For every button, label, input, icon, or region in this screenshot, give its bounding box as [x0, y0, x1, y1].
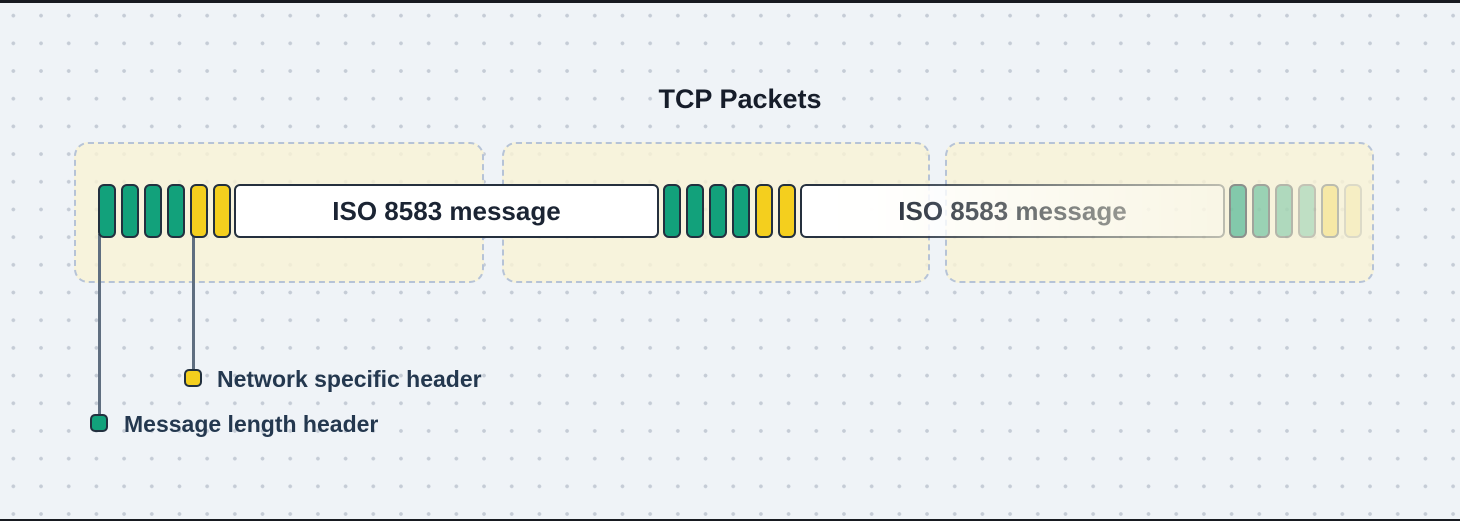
- network-specific-header-bar: [778, 184, 796, 238]
- iso-8583-message-label: ISO 8583 message: [898, 195, 1127, 226]
- iso-8583-message-box-2: ISO 8583 message: [800, 184, 1225, 238]
- message-length-header-bar: [121, 184, 139, 238]
- message-length-header-bar-faded: [1252, 184, 1270, 238]
- diagram-title: TCP Packets: [658, 84, 822, 114]
- message-length-header-bar: [709, 184, 727, 238]
- message-length-header-bar-faded: [1298, 184, 1316, 238]
- message-length-header-bar: [663, 184, 681, 238]
- message-length-header-bar: [98, 184, 116, 238]
- message-length-header-label: Message length header: [124, 411, 379, 437]
- iso-8583-message-box-1: ISO 8583 message: [234, 184, 659, 238]
- network-specific-header-bar-faded: [1321, 184, 1339, 238]
- iso-8583-message-label: ISO 8583 message: [332, 195, 561, 226]
- network-specific-header-bar: [190, 184, 208, 238]
- network-specific-header-swatch-icon: [184, 369, 202, 387]
- network-specific-header-bar: [755, 184, 773, 238]
- message-length-header-bar-faded: [1229, 184, 1247, 238]
- message-length-header-bar: [167, 184, 185, 238]
- network-specific-header-bar: [213, 184, 231, 238]
- network-specific-header-label: Network specific header: [217, 366, 482, 392]
- message-length-header-bar-faded: [1275, 184, 1293, 238]
- top-edge-line: [0, 0, 1460, 3]
- message-length-header-bar: [686, 184, 704, 238]
- bottom-edge-line: [0, 519, 1460, 521]
- message-length-header-bar: [732, 184, 750, 238]
- network-specific-header-bar-faded: [1344, 184, 1362, 238]
- tcp-packet-3: [945, 142, 1374, 283]
- message-length-header-swatch-icon: [90, 414, 108, 432]
- message-length-header-bar: [144, 184, 162, 238]
- network-header-connector-line: [192, 234, 195, 374]
- message-length-connector-line: [98, 234, 101, 420]
